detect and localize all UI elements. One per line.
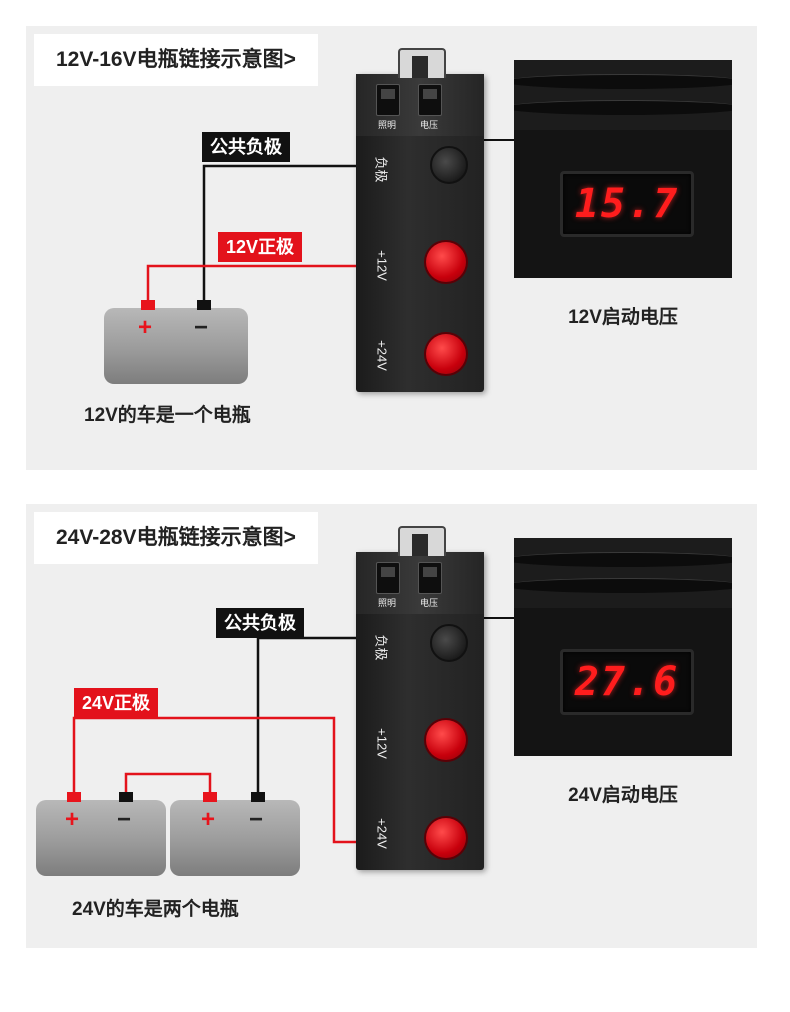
light-switch-label: 照明 — [377, 120, 396, 130]
panel-title: 24V-28V电瓶链接示意图> — [34, 512, 318, 564]
battery-plus-sign: + — [138, 314, 153, 341]
battery-caption: 24V的车是两个电瓶 — [72, 899, 239, 920]
series-link-wire — [124, 772, 212, 794]
positive-tag: 12V正极 — [218, 232, 303, 262]
jump-starter-device: 照明 电压 负极 +12V +24V — [356, 48, 484, 392]
voltmeter-photo: 27.6 — [514, 538, 732, 756]
terminal-24v-knob — [426, 818, 466, 858]
wiring-lines — [146, 139, 514, 302]
battery-positive-post — [141, 300, 155, 310]
voltage-switch-label: 电压 — [419, 120, 438, 130]
battery-positive-post — [67, 792, 81, 802]
led-voltmeter: 27.6 — [560, 649, 694, 715]
battery-caption: 12V的车是一个电瓶 — [84, 405, 251, 426]
positive-wire — [146, 264, 418, 302]
photo-strap — [514, 74, 732, 89]
terminal-12v-label: +12V — [374, 728, 390, 759]
panel-title: 12V-16V电瓶链接示意图> — [34, 34, 318, 86]
jump-starter-device: 照明 电压 负极 +12V +24V — [356, 526, 484, 870]
battery-plus-sign: + — [201, 806, 216, 833]
diagram-panel-24v: 24V-28V电瓶链接示意图> 公共负极 24V正极 照明 电压 负极 +12V… — [26, 504, 757, 948]
led-voltmeter: 15.7 — [560, 171, 694, 237]
common-negative-tag: 公共负极 — [202, 132, 290, 162]
voltage-switch-label: 电压 — [419, 598, 438, 608]
light-switch-label: 照明 — [377, 598, 396, 608]
battery-minus-sign: − — [249, 806, 264, 833]
photo-strap — [514, 552, 732, 567]
battery-1: + − — [36, 792, 166, 876]
terminal-24v-knob — [426, 334, 466, 374]
diagram-panel-12v: 12V-16V电瓶链接示意图> 公共负极 12V正极 照明 电压 负极 +12V… — [26, 26, 757, 470]
meter-reading: 27.6 — [574, 659, 680, 705]
photo-strap — [514, 578, 732, 593]
negative-terminal-knob — [430, 146, 468, 184]
negative-terminal-label: 负极 — [373, 634, 389, 661]
voltage-caption: 12V启动电压 — [568, 307, 678, 328]
voltage-switch[interactable] — [418, 562, 442, 594]
negative-terminal-knob — [430, 624, 468, 662]
battery-negative-post — [197, 300, 211, 310]
common-negative-tag: 公共负极 — [216, 608, 304, 638]
terminal-12v-knob — [426, 242, 466, 282]
device-handle — [398, 48, 446, 78]
terminal-24v-label: +24V — [374, 340, 390, 371]
terminal-12v-knob — [426, 720, 466, 760]
terminal-12v-label: +12V — [374, 250, 390, 281]
positive-tag: 24V正极 — [74, 688, 159, 718]
device-handle — [398, 526, 446, 556]
battery-minus-sign: − — [194, 314, 209, 341]
battery: + − — [104, 300, 248, 384]
battery-negative-post — [119, 792, 133, 802]
battery-minus-sign: − — [117, 806, 132, 833]
voltage-switch[interactable] — [418, 84, 442, 116]
battery-2: + − — [170, 792, 300, 876]
light-switch[interactable] — [376, 84, 400, 116]
terminal-24v-label: +24V — [374, 818, 390, 849]
light-switch[interactable] — [376, 562, 400, 594]
battery-negative-post — [251, 792, 265, 802]
negative-terminal-label: 负极 — [373, 156, 389, 183]
meter-reading: 15.7 — [574, 181, 680, 227]
battery-plus-sign: + — [65, 806, 80, 833]
voltage-caption: 24V启动电压 — [568, 785, 678, 806]
battery-positive-post — [203, 792, 217, 802]
negative-wire — [202, 164, 421, 302]
photo-strap — [514, 100, 732, 115]
voltmeter-photo: 15.7 — [514, 60, 732, 278]
